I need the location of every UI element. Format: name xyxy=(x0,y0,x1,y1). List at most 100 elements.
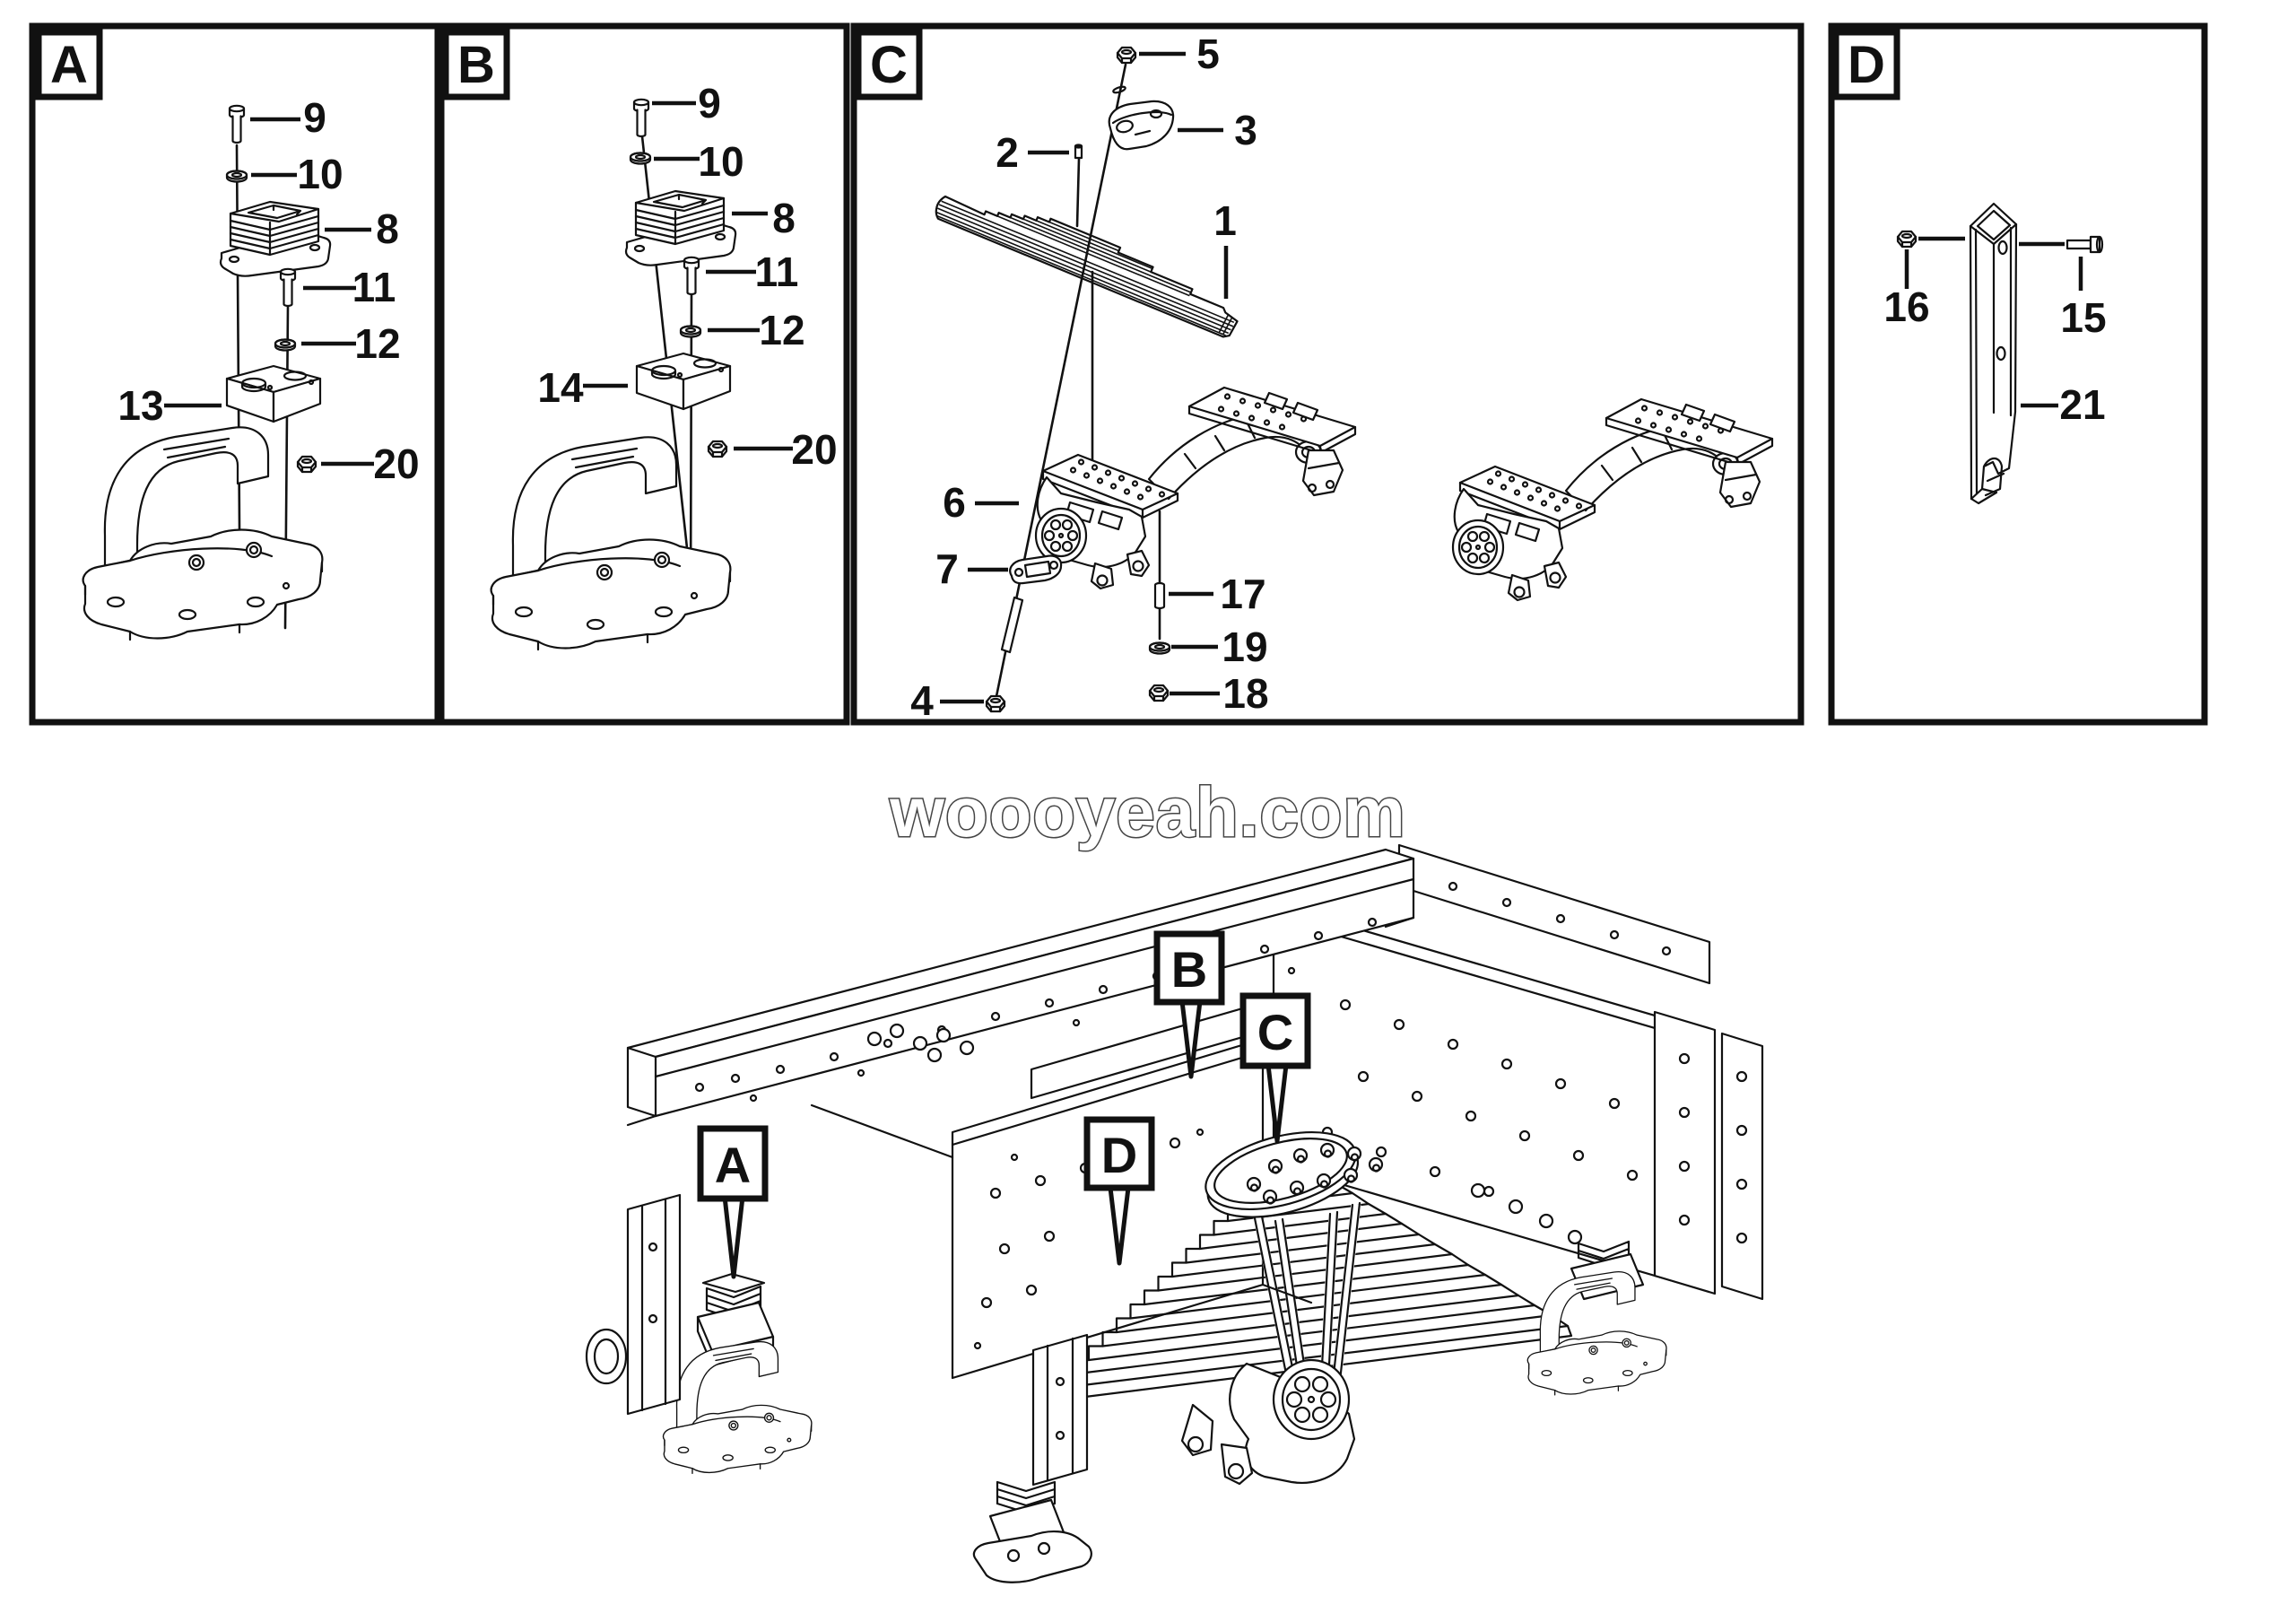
panel-c-label-box xyxy=(855,29,923,100)
bolt-11-drawing xyxy=(279,267,297,308)
panel-d: D 16 15 21 xyxy=(1828,22,2208,726)
machine-overview-drawing xyxy=(585,843,1764,1583)
plate-7-drawing xyxy=(1009,554,1063,585)
block-13-drawing xyxy=(225,364,322,423)
part-label-14: 14 xyxy=(537,364,584,411)
washer-10-drawing xyxy=(225,170,248,183)
nut-20-drawing xyxy=(707,440,728,458)
callout-c-letter: C xyxy=(1257,1004,1293,1060)
watermark-text: woooyeah.com xyxy=(889,772,1405,851)
panel-d-letter: D xyxy=(1848,36,1885,94)
right-wall-edge xyxy=(1272,915,1706,1044)
right-wall-holes xyxy=(1321,998,1639,1198)
bolt-9-drawing xyxy=(632,98,650,138)
callout-d-letter: D xyxy=(1101,1127,1137,1183)
callout-b-box xyxy=(1153,930,1225,1006)
part-label-5: 5 xyxy=(1196,31,1220,77)
bolt-11-drawing xyxy=(683,256,700,296)
end-plate-2 xyxy=(1720,1032,1764,1301)
panel-c-border xyxy=(850,22,1805,726)
frame-connectors xyxy=(626,916,1415,1304)
bolt-9-drawing xyxy=(228,104,246,144)
part-label-10: 10 xyxy=(297,151,343,197)
part-label-9: 9 xyxy=(698,80,721,126)
washer-19-drawing xyxy=(1148,641,1171,655)
washer-12-drawing xyxy=(274,338,297,352)
left-rail-holes xyxy=(694,917,1378,1103)
cap-3-drawing xyxy=(1108,100,1175,151)
nut-5-drawing xyxy=(1116,46,1137,65)
end-plate-bolts xyxy=(1678,1052,1748,1244)
callout-a-box xyxy=(697,1125,769,1202)
leader-lines xyxy=(940,51,1229,704)
washer-10-drawing xyxy=(629,152,652,165)
part-label-12: 12 xyxy=(354,320,400,367)
panel-a-border xyxy=(29,22,441,726)
c-platform-nut-tops xyxy=(1249,1149,1381,1205)
bogie-assembly-duplicate-drawing xyxy=(1451,397,1774,602)
bolt-4-head xyxy=(985,694,1006,713)
part-label-20: 20 xyxy=(791,426,837,473)
bogie-assembly-6-drawing xyxy=(1034,386,1357,590)
nut-20-drawing xyxy=(296,455,317,474)
left-end-bracket xyxy=(585,1193,682,1416)
panel-a-label-box xyxy=(35,29,103,100)
hub-trolley xyxy=(1180,1358,1356,1486)
washer-12-drawing xyxy=(679,325,702,338)
bellows-8-drawing xyxy=(624,189,737,266)
end-plate-1 xyxy=(1653,1010,1717,1295)
part-label-8: 8 xyxy=(376,205,399,252)
part-label-4: 4 xyxy=(910,677,934,724)
alignment-lines xyxy=(1075,157,1094,475)
guide-rods xyxy=(1252,1201,1361,1404)
bottom-channel-bracket xyxy=(1031,1333,1089,1487)
part-label-11: 11 xyxy=(352,264,396,310)
bolt-4-body xyxy=(1000,596,1024,654)
a-mount-base xyxy=(662,1340,813,1475)
bolt-4-rod xyxy=(994,63,1127,702)
leaf-spring-1-drawing xyxy=(935,195,1239,338)
part-label-7: 7 xyxy=(935,545,959,592)
part-label-16: 16 xyxy=(1883,283,1929,330)
left-rail-lines xyxy=(626,877,1415,1118)
rail-bolt-cluster xyxy=(866,1023,975,1063)
part-label-12: 12 xyxy=(759,307,804,353)
part-label-8: 8 xyxy=(772,195,796,241)
part-label-13: 13 xyxy=(117,382,163,429)
stud-17-body xyxy=(1153,581,1166,610)
part-label-3: 3 xyxy=(1234,107,1257,153)
panel-b: B 9 10 8 11 12 14 20 xyxy=(438,22,850,726)
part-label-2: 2 xyxy=(996,129,1019,176)
panel-c-letter: C xyxy=(870,36,908,94)
panel-d-border xyxy=(1828,22,2208,726)
callout-a-letter: A xyxy=(715,1137,751,1193)
part-label-10: 10 xyxy=(698,138,744,185)
c-platform-nuts xyxy=(1246,1142,1384,1205)
leader-lines xyxy=(583,100,793,451)
callout-a: A xyxy=(697,1125,769,1279)
bolt-4-body-fill xyxy=(1002,597,1023,653)
a-mount-drawing xyxy=(696,1272,775,1367)
rear-rail-holes xyxy=(1448,881,1672,956)
part-label-18: 18 xyxy=(1222,670,1268,717)
part-label-9: 9 xyxy=(303,94,326,141)
part-label-11: 11 xyxy=(755,249,799,295)
callout-b: B xyxy=(1153,930,1225,1079)
part-label-1: 1 xyxy=(1213,197,1237,244)
bolt-15-drawing xyxy=(2066,235,2104,254)
right-wall-nuts xyxy=(1470,1182,1583,1245)
callout-a-tail xyxy=(722,1194,745,1279)
clip-ring xyxy=(1112,85,1126,94)
panel-a: A 9 10 8 11 12 13 20 xyxy=(29,22,441,726)
callout-d-box xyxy=(1083,1116,1155,1191)
pin-2-drawing xyxy=(1074,144,1083,160)
callout-c-box xyxy=(1239,992,1311,1069)
part-label-19: 19 xyxy=(1222,624,1267,670)
panel-d-label-box xyxy=(1832,29,1900,100)
part-label-21: 21 xyxy=(2059,381,2105,428)
panel-b-label-box xyxy=(442,29,510,100)
base-bracket-drawing xyxy=(490,436,732,651)
nut-16-drawing xyxy=(1896,230,1918,249)
part-label-15: 15 xyxy=(2060,294,2106,341)
